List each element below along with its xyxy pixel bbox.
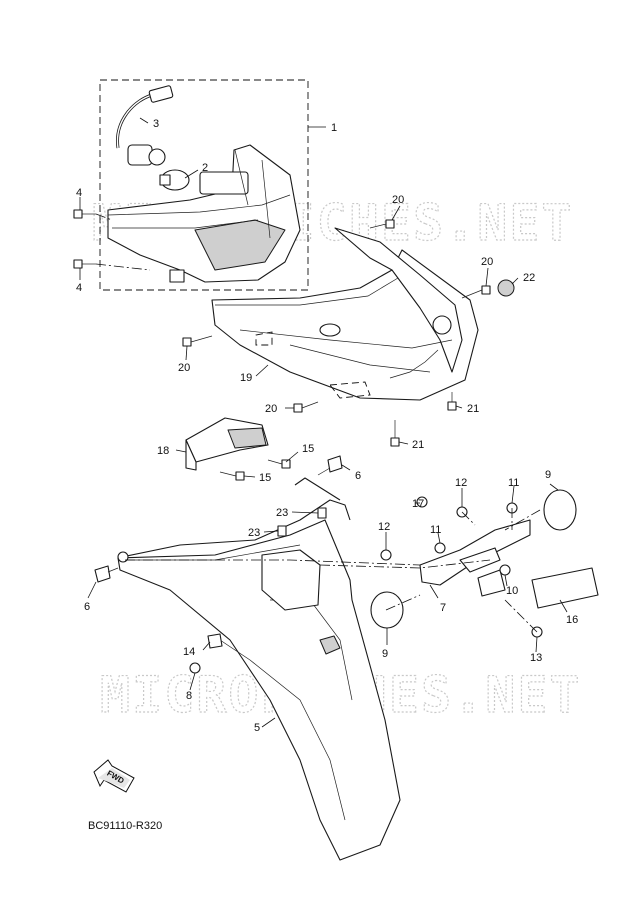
callout-5: 5 — [254, 722, 260, 734]
callout-11a: 11 — [508, 477, 519, 489]
callout-14: 14 — [183, 646, 195, 658]
rear-cowling-group — [182, 219, 515, 447]
clip-23b — [317, 507, 327, 519]
screw-4b — [73, 259, 96, 269]
callout-15b: 15 — [259, 472, 271, 484]
assembly-boundary — [99, 79, 309, 291]
callout-8: 8 — [186, 690, 192, 702]
screw-20c — [182, 335, 213, 347]
wire-harness — [116, 93, 153, 149]
callout-9b: 9 — [382, 648, 388, 660]
callout-1: 1 — [331, 122, 337, 134]
cowling-side-panel — [334, 227, 463, 373]
license-plate-bracket — [261, 549, 321, 611]
callout-20a: 20 — [392, 194, 404, 206]
rear-fender-group — [94, 455, 401, 861]
callout-2: 2 — [202, 162, 208, 174]
rear-fender — [117, 519, 401, 861]
screw-20d — [293, 401, 319, 413]
callout-13: 13 — [530, 652, 542, 664]
tail-light-assembly-group — [73, 79, 309, 291]
callout-12a: 12 — [455, 477, 467, 489]
callout-15a: 15 — [302, 443, 314, 455]
clip-14 — [207, 633, 223, 649]
callout-21b: 21 — [412, 439, 424, 451]
callout-19: 19 — [240, 372, 252, 384]
reflector-9b — [370, 591, 404, 629]
screw-20a — [369, 219, 395, 229]
screw-21b — [390, 420, 400, 447]
bracket-cover-group — [185, 417, 291, 481]
callout-22: 22 — [523, 272, 535, 284]
callout-20d: 20 — [265, 403, 277, 415]
callout-20c: 20 — [178, 362, 190, 374]
lens-block — [199, 171, 249, 195]
screw-4a — [73, 209, 96, 219]
hardware — [380, 496, 543, 638]
reflector-bracket — [419, 519, 531, 586]
callout-20b: 20 — [481, 256, 493, 268]
callout-3: 3 — [153, 118, 159, 130]
callout-23a: 23 — [248, 527, 260, 539]
callout-18: 18 — [157, 445, 169, 457]
reflector-9a — [543, 489, 577, 531]
callout-7: 7 — [440, 602, 446, 614]
bolt-6a — [94, 565, 119, 583]
callout-11b: 11 — [430, 524, 441, 536]
callout-23b: 23 — [276, 507, 288, 519]
callout-10: 10 — [506, 585, 518, 597]
callout-4b: 4 — [76, 282, 82, 294]
callout-9a: 9 — [545, 469, 551, 481]
fwd-arrow-icon: FWD — [93, 759, 135, 793]
screw-15b — [219, 471, 245, 481]
bulb-socket — [127, 144, 153, 166]
license-light — [477, 569, 506, 597]
diagram-code: BC91110-R320 — [88, 820, 162, 832]
callout-4a: 4 — [76, 187, 82, 199]
reflector-16 — [531, 567, 599, 609]
screw-20b — [461, 285, 491, 299]
connector — [148, 85, 174, 103]
callout-6b: 6 — [355, 470, 361, 482]
clip-23a — [277, 525, 287, 537]
callout-6a: 6 — [84, 601, 90, 613]
wire-stay — [121, 499, 351, 558]
callout-21a: 21 — [467, 403, 479, 415]
grommet — [497, 279, 515, 297]
callout-labels: 1 2 3 4 4 5 6 6 7 8 9 9 10 11 11 12 12 1… — [76, 118, 578, 734]
nut-8 — [189, 662, 201, 674]
reflector-group — [125, 489, 599, 638]
callout-16: 16 — [566, 614, 578, 626]
callout-12b: 12 — [378, 521, 390, 533]
lead-lines — [79, 117, 568, 728]
callout-17: 17 — [412, 498, 424, 510]
screw-21a — [447, 392, 457, 411]
screw-15a — [267, 459, 291, 469]
bolt-6b — [317, 455, 343, 476]
